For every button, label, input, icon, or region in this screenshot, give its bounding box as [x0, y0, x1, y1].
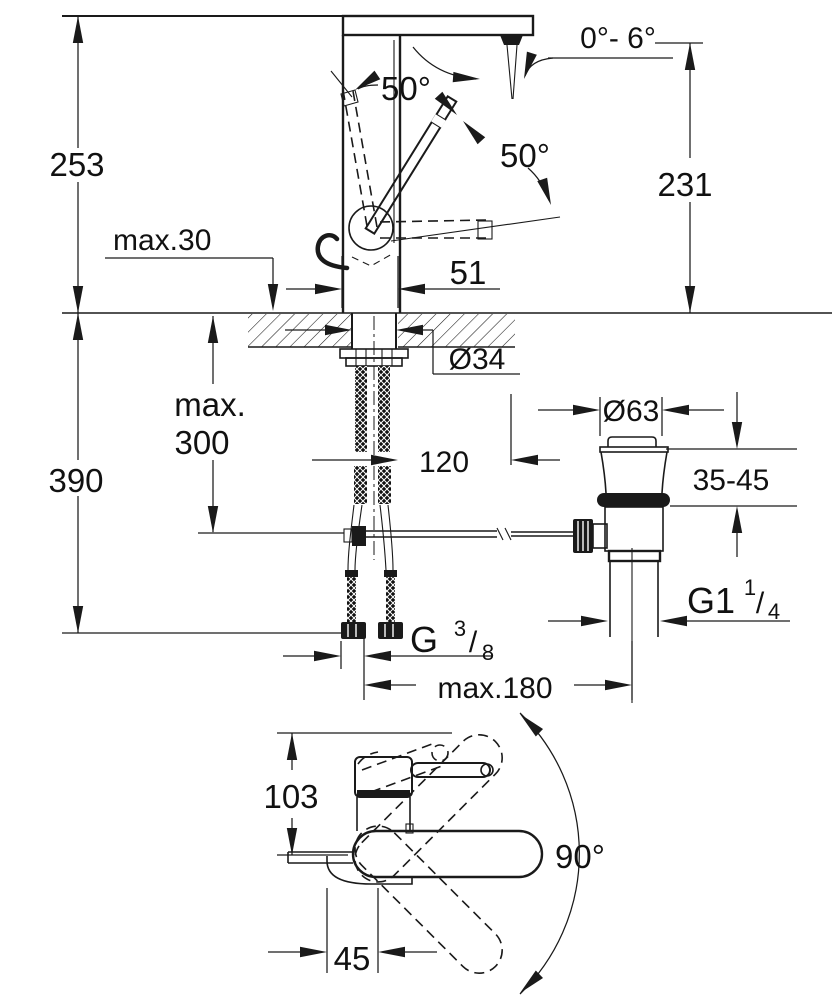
aerator-icon [500, 35, 523, 45]
dim-d63: Ø63 [538, 395, 724, 436]
thread-g38-sup: 3 [454, 616, 466, 641]
water-stream [506, 44, 513, 100]
dim-max300-label-1: max. [174, 386, 246, 423]
dim-45: 45 [268, 888, 437, 977]
angle-tick-line [330, 70, 353, 98]
angle-baseline [390, 216, 561, 242]
dim-103-label: 103 [263, 778, 318, 815]
dim-45-label: 45 [334, 940, 371, 977]
dim-3545: 35-45 [666, 392, 797, 557]
dim-max30-label: max.30 [113, 224, 211, 257]
dim-231: 231 [655, 42, 713, 313]
dim-max30: max.30 [105, 224, 279, 311]
counter-section [62, 312, 832, 348]
angle-50-upper-label: 50° [381, 70, 431, 107]
thread-g114-sub: 4 [768, 599, 780, 624]
swivel-angle-label: 90° [555, 838, 605, 875]
thread-g38-slash: / [469, 626, 478, 659]
lever-handle [315, 70, 561, 271]
handle-rod-down-dashed [379, 219, 488, 239]
supply-hoses [341, 366, 403, 639]
dim-max180-label: max.180 [437, 672, 552, 705]
plan-spout [287, 829, 544, 885]
handle-rod-up-dashed [342, 89, 378, 228]
angle-50-lower-label: 50° [500, 137, 550, 174]
faucet-spout [341, 14, 535, 100]
thread-g114-slash: / [756, 587, 765, 620]
dim-d63-label: Ø63 [603, 395, 660, 428]
water-stream [512, 44, 518, 100]
dim-390: 390 [48, 313, 341, 634]
handle-tip-down [477, 220, 493, 240]
side-view: 253 390 max.30 max. 300 51 [48, 14, 832, 705]
plan-handle [354, 743, 494, 798]
thread-g114-prefix: G1 [687, 580, 735, 621]
dim-3545-label: 35-45 [693, 464, 770, 497]
dim-g38: G 3 / 8 [283, 616, 494, 700]
dim-253: 253 [49, 15, 343, 313]
dim-120: 120 [312, 394, 560, 479]
dim-max300-label-2: 300 [174, 424, 229, 461]
aerator-angle-label: 0°- 6° [580, 22, 656, 55]
dim-50-lower: 50° [500, 137, 556, 207]
dim-120-label: 120 [419, 446, 469, 479]
drain-gasket [597, 493, 670, 507]
dim-max180: max.180 [364, 641, 633, 705]
handle-dashes [351, 253, 393, 267]
handle-rod-open [364, 95, 458, 235]
pop-up-rod [343, 526, 573, 546]
plan-handle-dashed [357, 743, 449, 793]
thread-g114-sup: 1 [744, 575, 756, 600]
mounting-shank [339, 313, 409, 560]
dim-d34: Ø34 [285, 324, 520, 376]
plan-spout-swivel-dashed [354, 734, 503, 974]
dim-253-label: 253 [49, 146, 104, 183]
handle-pivot [348, 205, 394, 251]
dim-231-label: 231 [657, 166, 712, 203]
plan-view: 103 45 90° [263, 710, 605, 997]
drain-assembly [573, 436, 670, 703]
thread-g38-prefix: G [410, 619, 438, 660]
dim-51-label: 51 [450, 254, 487, 291]
dim-103: 103 [263, 732, 452, 856]
dim-max300: max. 300 [174, 316, 344, 534]
handle-hook-profile [315, 233, 350, 271]
plan-body-foot [326, 856, 413, 885]
hose-nut [341, 622, 366, 639]
dim-390-label: 390 [48, 462, 103, 499]
plan-body [356, 797, 414, 834]
thread-g38-sub: 8 [482, 640, 494, 665]
handle-tip-up [340, 89, 359, 107]
dim-51: 51 [286, 254, 500, 308]
dim-g114: G1 1 / 4 [548, 575, 790, 627]
dim-90-swivel: 90° [516, 710, 605, 997]
hose-nut [378, 622, 403, 639]
dim-d34-label: Ø34 [449, 343, 506, 376]
dim-50-upper: 50° [352, 70, 486, 145]
dim-aerator-angle: 0°- 6° [412, 22, 673, 85]
